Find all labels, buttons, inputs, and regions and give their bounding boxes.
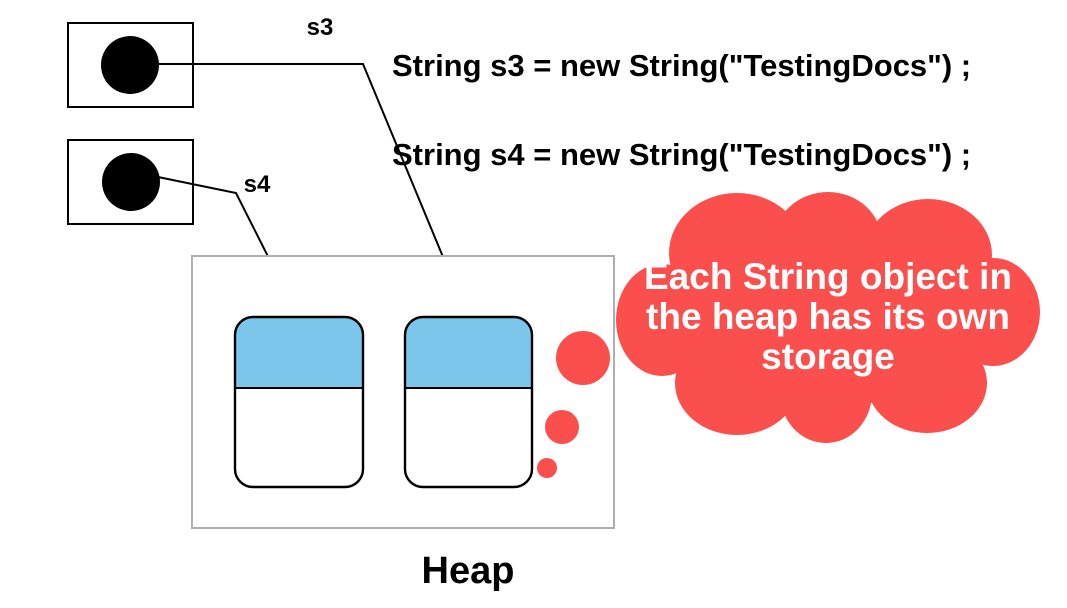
thought-dot-small [537, 458, 557, 478]
code-line-s3: String s3 = new String("TestingDocs") ; [392, 48, 971, 83]
thought-dot-medium [545, 410, 579, 444]
ref-dot-s4 [102, 153, 160, 211]
string-object-1 [233, 315, 365, 489]
cloud-text-line-3: storage [761, 336, 895, 377]
cloud-center-mass [666, 230, 990, 406]
code-line-s4: String s4 = new String("TestingDocs") ; [392, 137, 971, 172]
cloud-text-line-2: the heap has its own [646, 296, 1010, 337]
string-object-2-outline [403, 315, 534, 489]
string-object-2 [403, 315, 534, 489]
heap-caption: Heap [422, 550, 515, 592]
thought-cloud: Each String object in the heap has its o… [616, 192, 1040, 443]
string-object-1-outline [233, 315, 365, 489]
label-s4: s4 [244, 171, 271, 198]
label-s3: s3 [307, 14, 334, 41]
pointer-arrow-s3 [159, 63, 466, 311]
thought-dot-large [556, 331, 610, 385]
string-object-2-header [405, 317, 532, 388]
ref-dot-s3 [101, 36, 159, 94]
string-object-1-header [235, 317, 363, 388]
cloud-text-line-1: Each String object in [644, 256, 1012, 297]
